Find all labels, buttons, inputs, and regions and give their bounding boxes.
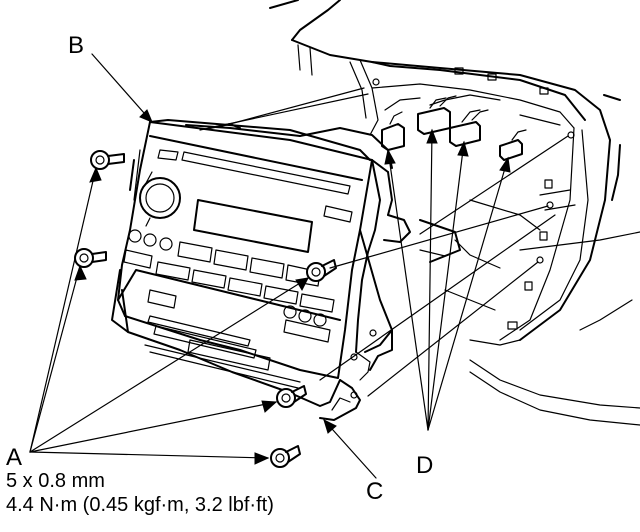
bolt-5	[270, 445, 301, 468]
bolts-a	[74, 150, 337, 468]
bolt-1	[90, 150, 125, 170]
connectors-d	[372, 78, 575, 264]
dashboard-opening	[269, 0, 640, 426]
label-c: C	[366, 478, 384, 505]
leader-lines	[29, 53, 569, 479]
label-b: B	[68, 32, 85, 59]
label-a: A	[6, 444, 23, 471]
bolt-4	[276, 385, 307, 408]
torque-spec: 4.4 N·m (0.45 kgf·m, 3.2 lbf·ft)	[6, 494, 274, 516]
cavity-area	[371, 83, 575, 341]
bolt-size-spec: 5 x 0.8 mm	[6, 470, 105, 492]
radio-unit-b	[117, 119, 393, 389]
bolt-3	[306, 259, 337, 282]
label-d: D	[416, 452, 434, 479]
bolt-2	[74, 248, 107, 268]
